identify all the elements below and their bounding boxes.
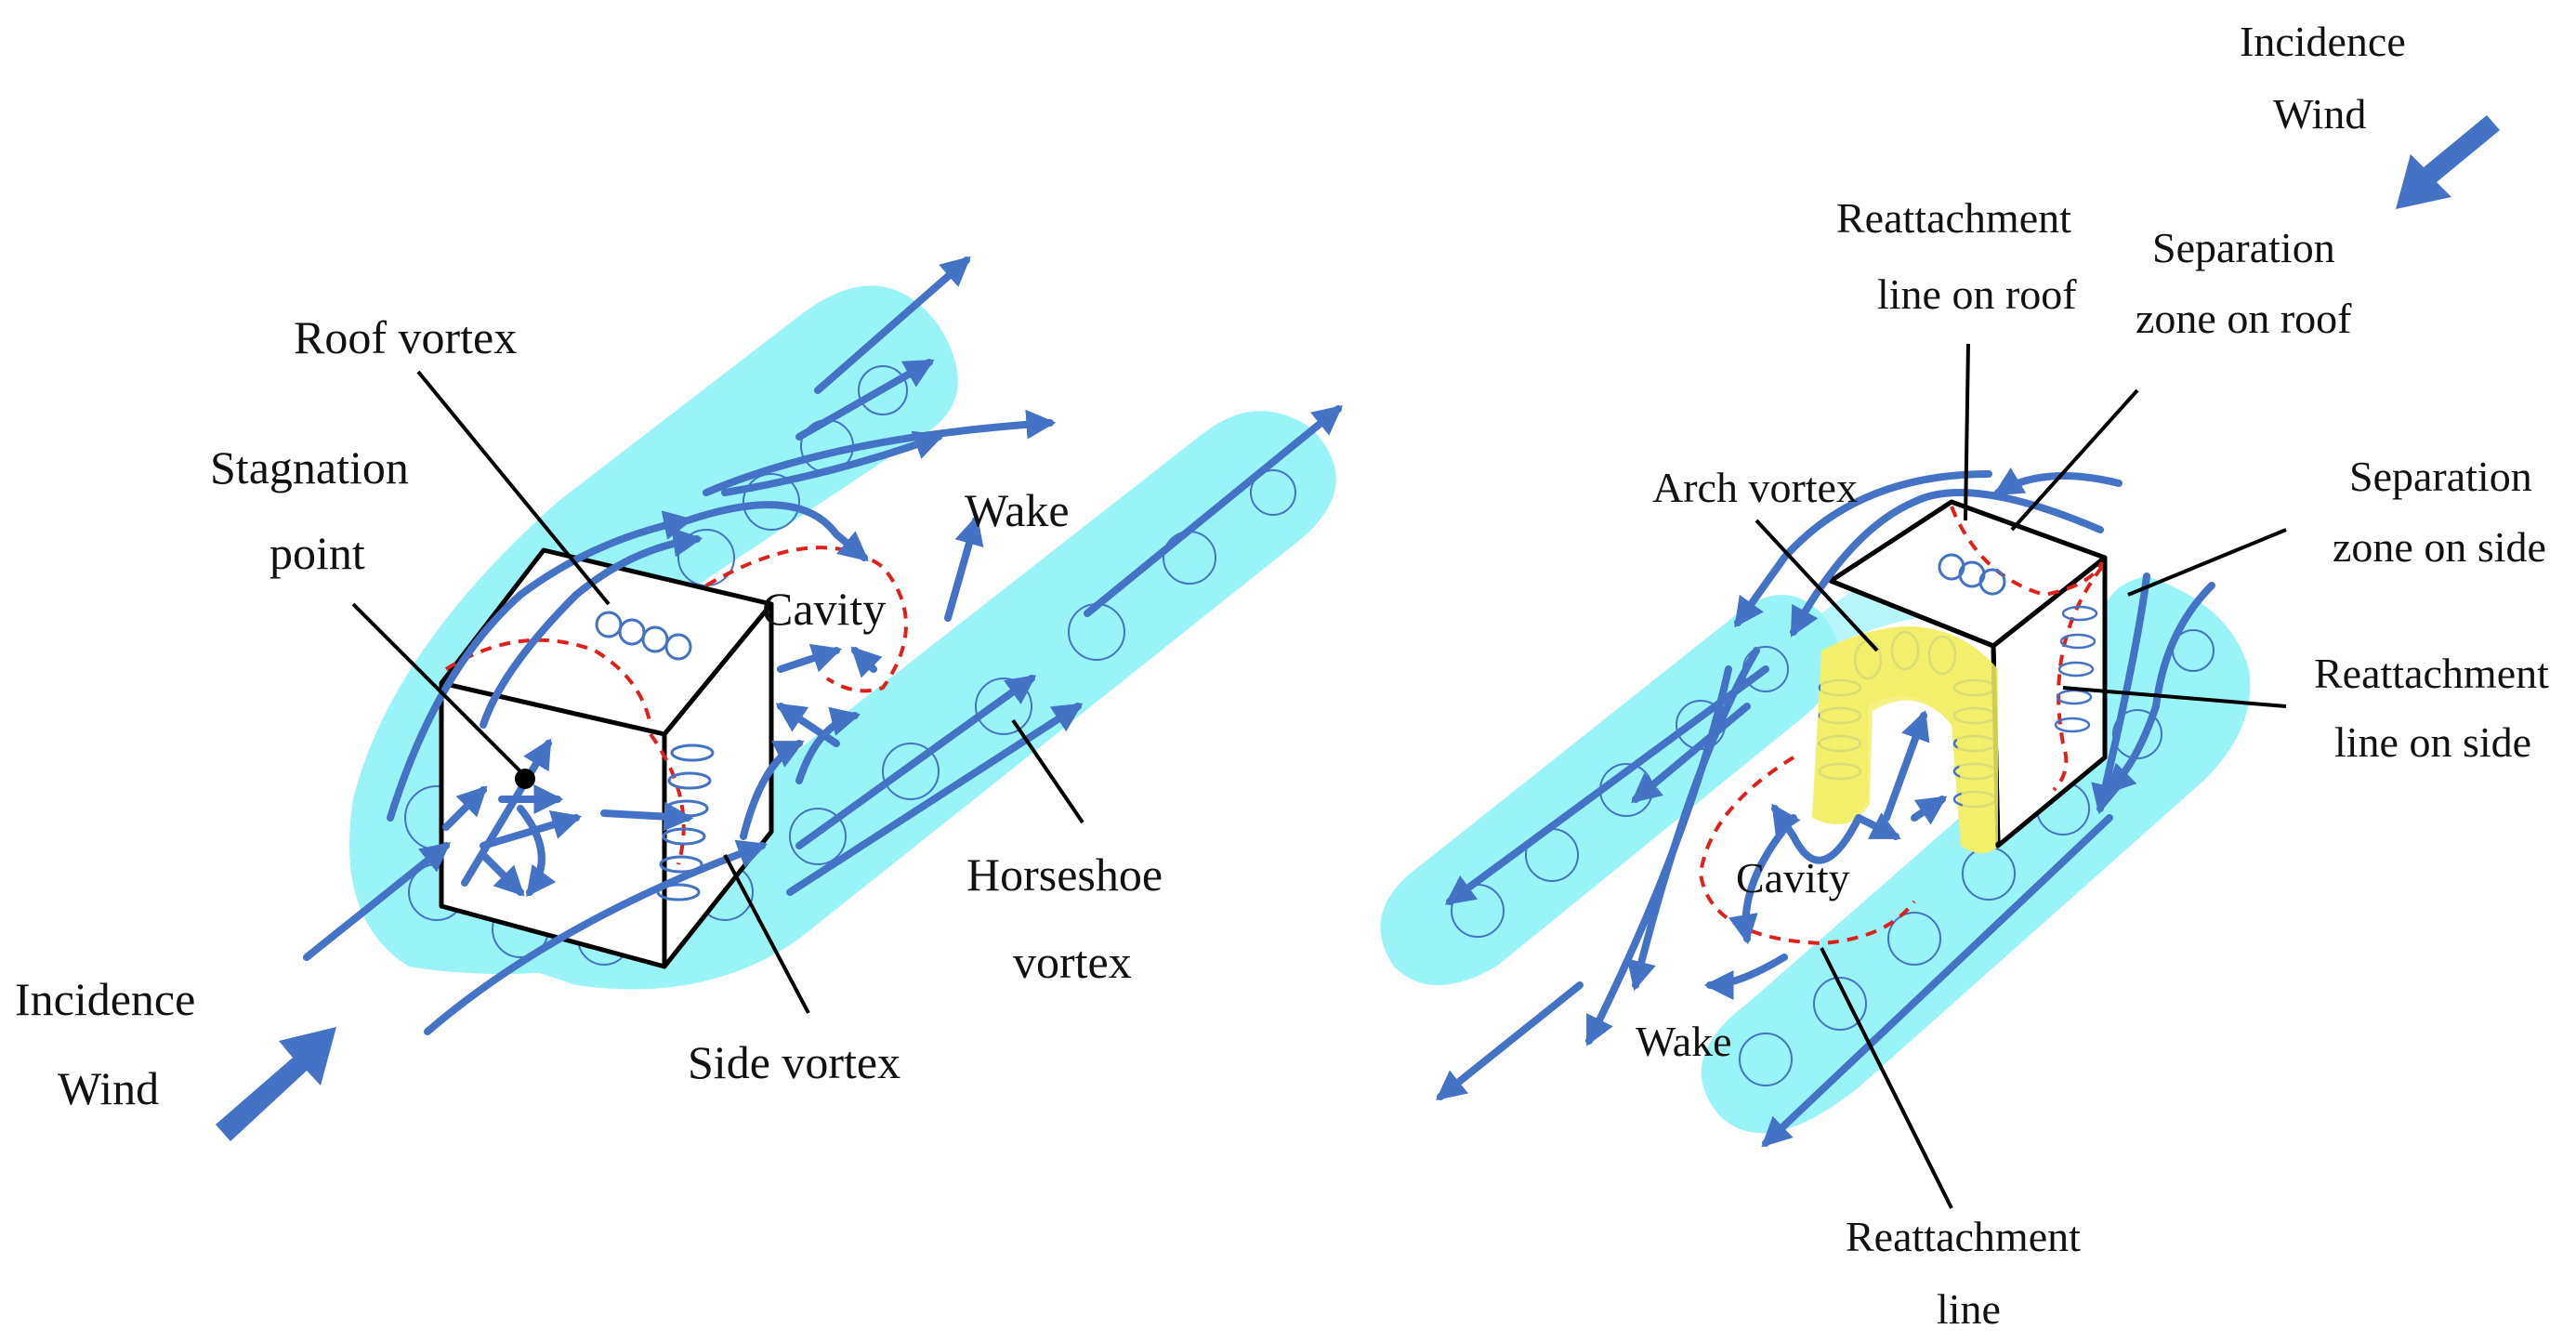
label-reattachment-side: Reattachment <box>2314 650 2549 697</box>
label-arch-vortex: Arch vortex <box>1652 464 1858 511</box>
left-stagnation-point <box>515 769 535 789</box>
right-side-vortex-spiral <box>2054 605 2098 733</box>
label-incidence-left: Incidence <box>15 973 195 1025</box>
right-arch-vortex-front <box>1817 626 1998 850</box>
right-vortex-zone-lower <box>1701 576 2251 1134</box>
right-leader-lines <box>1755 343 2287 1209</box>
right-incidence-wind-arrow <box>2396 115 2500 209</box>
label-separation-side: Separation <box>2349 453 2532 500</box>
label-cavity-right: Cavity <box>1736 854 1850 901</box>
label-incidence-right: Incidence <box>2240 18 2406 65</box>
label-stagnation-point: point <box>269 527 365 579</box>
label-reattachment-line-2: line <box>1937 1285 2001 1333</box>
left-incidence-wind-arrow <box>216 1027 336 1141</box>
label-reattachment-line: Reattachment <box>1846 1213 2081 1260</box>
label-reattachment-roof: Reattachment <box>1836 194 2071 242</box>
label-horseshoe: Horseshoe <box>966 849 1163 901</box>
right-flow-arrows <box>1436 467 2215 1148</box>
right-roof-vortex-spiral <box>1938 553 2006 596</box>
left-diagram: Roof vortex Stagnation point Wake Cavity… <box>15 256 1343 1141</box>
left-separation-lines <box>444 546 908 865</box>
right-diagram: Incidence Wind Reattachment line on roof… <box>1380 18 2549 1333</box>
right-separation-lines <box>1698 506 2104 946</box>
label-side-vortex: Side vortex <box>688 1036 900 1088</box>
label-separation-roof: Separation <box>2152 224 2335 271</box>
label-roof-vortex: Roof vortex <box>294 311 517 363</box>
label-wind-right: Wind <box>2273 90 2366 138</box>
label-wake-right: Wake <box>1636 1018 1732 1065</box>
left-leader-lines <box>351 370 1084 1014</box>
label-stagnation: Stagnation <box>210 441 409 493</box>
label-separation-roof-2: zone on roof <box>2136 295 2352 342</box>
label-wind-left: Wind <box>58 1062 159 1114</box>
left-cavity-boundary <box>704 546 908 693</box>
label-wake: Wake <box>965 484 1070 536</box>
right-vortex-zone-upper <box>1380 595 1840 985</box>
left-roof-vortex-spiral <box>595 611 692 661</box>
label-reattachment-roof-2: line on roof <box>1877 270 2077 318</box>
right-cavity-boundary <box>1698 756 1916 946</box>
label-reattachment-side-2: line on side <box>2334 718 2531 766</box>
label-horseshoe-vortex: vortex <box>1013 936 1132 988</box>
label-separation-side-2: zone on side <box>2333 523 2546 571</box>
left-flow-arrows <box>303 256 1343 1035</box>
label-cavity: Cavity <box>762 583 886 635</box>
